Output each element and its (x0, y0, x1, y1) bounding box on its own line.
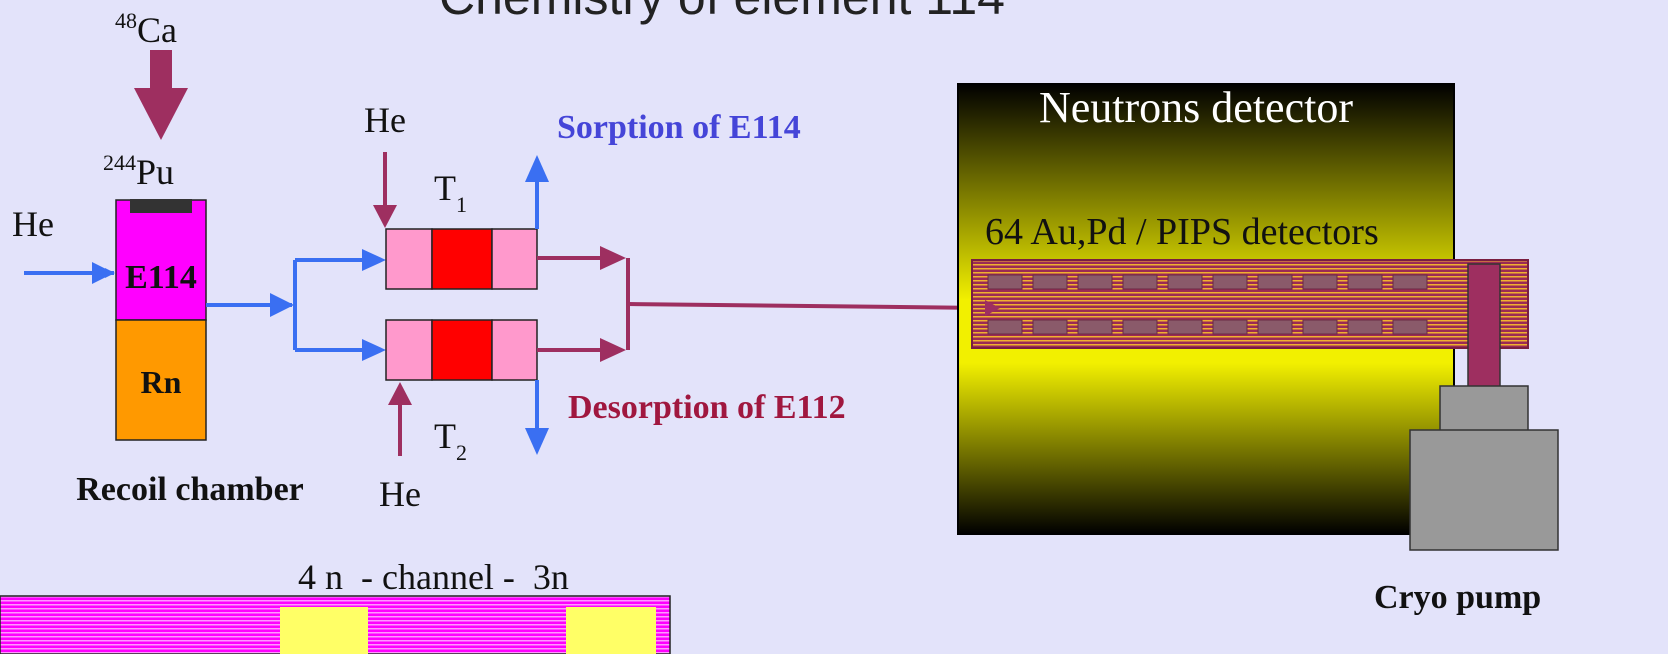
page-title: Chemistry of element 114 (439, 0, 1005, 25)
beam-arrow (134, 50, 188, 140)
beam-entry-marker (985, 300, 1000, 316)
sorption-label: Sorption of E114 (557, 109, 801, 146)
recoil-lower-label: Rn (141, 364, 182, 400)
desorption-label: Desorption of E112 (568, 389, 846, 426)
target-mass: 244 (103, 150, 136, 175)
column-t2 (385, 319, 538, 381)
t2-he-label: He (379, 474, 421, 514)
channel-marker-left (280, 607, 368, 654)
detector-cells-top (987, 274, 1428, 290)
target-foil (130, 199, 192, 213)
he-inlet-label: He (12, 204, 54, 244)
t1-he-label: He (364, 100, 406, 140)
recoil-upper-label: E114 (125, 259, 197, 296)
neutron-detector-title: Neutrons detector (1039, 83, 1353, 132)
projectile-mass: 48 (115, 8, 137, 33)
projectile-symbol: Ca (137, 10, 177, 50)
target-symbol: Pu (136, 152, 174, 192)
column-t1 (385, 228, 538, 290)
t2-label: T2 (434, 416, 467, 465)
channel-marker-right (566, 607, 656, 654)
pips-label: 64 Au,Pd / PIPS detectors (985, 211, 1379, 253)
target-label: 244Pu (103, 150, 174, 192)
pips-array (971, 259, 1529, 349)
projectile-label: 48Ca (115, 8, 177, 50)
detector-cells-bottom (987, 319, 1428, 335)
cryo-pump-label: Cryo pump (1374, 579, 1541, 616)
cryo-pump (1409, 263, 1559, 551)
recoil-chamber (115, 199, 207, 441)
transfer-line (627, 302, 986, 310)
t1-label: T1 (434, 168, 467, 217)
recoil-chamber-label: Recoil chamber (76, 471, 304, 508)
channel-label: 4 n - channel - 3n (298, 557, 569, 597)
